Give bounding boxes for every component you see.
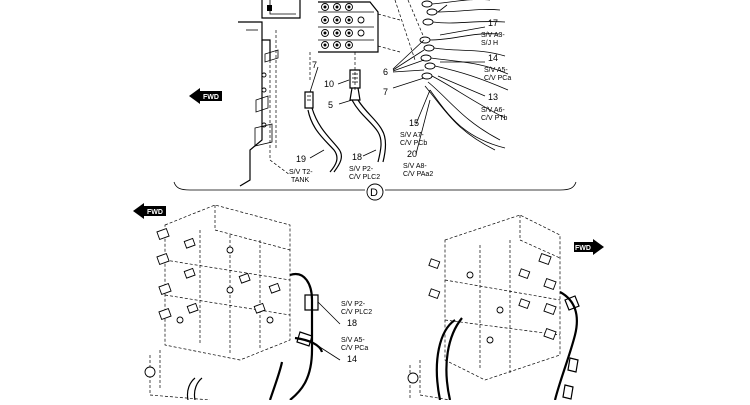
control-valve-right xyxy=(407,214,561,401)
leader-14-left xyxy=(311,341,341,361)
label-sv-p2-line1: S/V P2- xyxy=(349,166,374,173)
label-sv-a5b-line1: S/V A5- xyxy=(341,337,365,344)
label-sv-a5b-line2: C/V PCa xyxy=(341,345,368,352)
valve-fittings xyxy=(321,3,365,49)
valve-fittings-right xyxy=(428,252,557,344)
label-sv-a7-line1: S/V A7- xyxy=(400,132,424,139)
fwd-label-right: FWD xyxy=(575,245,591,252)
fwd-arrow-top: FWD xyxy=(189,88,222,104)
hose-18-left xyxy=(289,272,319,401)
label-sv-a6-line1: S/V A6- xyxy=(481,107,505,114)
label-sv-t2-line2: TANK xyxy=(291,177,309,184)
callout-19: 19 xyxy=(296,154,306,164)
hoses-right xyxy=(435,291,580,401)
callout-7-right: 7 xyxy=(383,87,388,97)
callout-18-top: 18 xyxy=(352,152,362,162)
fwd-label-left: FWD xyxy=(147,209,163,216)
callout-18-left: 18 xyxy=(347,318,357,328)
label-sv-p2b-line2: C/V PLC2 xyxy=(341,309,372,316)
callout-20: 20 xyxy=(407,149,417,159)
label-sv-a5-line2: C/V PCa xyxy=(484,75,511,82)
label-sv-p2-line2: C/V PLC2 xyxy=(349,174,380,181)
section-bracket: D xyxy=(173,181,577,201)
bottom-left-view: FWD xyxy=(133,203,372,401)
label-sv-p2b-line1: S/V P2- xyxy=(341,301,366,308)
frame-bracket xyxy=(238,21,291,187)
leader-18-left xyxy=(317,301,341,325)
hose-bundle xyxy=(424,0,509,151)
solenoid-valve-bank xyxy=(309,1,401,90)
callout-6: 6 xyxy=(383,67,388,77)
label-sv-a8-line1: S/V A8- xyxy=(403,163,427,170)
label-sv-a3-line1: S/V A3- xyxy=(481,32,505,39)
fwd-arrow-right: FWD xyxy=(574,239,604,255)
fitting-cluster-right xyxy=(394,0,509,151)
callout-14: 14 xyxy=(488,53,498,63)
label-sv-a8-line2: C/V PAa2 xyxy=(403,171,433,178)
control-valve-left xyxy=(144,204,291,401)
callout-17: 17 xyxy=(488,18,498,28)
leader-lines-top xyxy=(309,4,486,159)
label-sv-a3-line2: S/J H xyxy=(481,40,498,47)
callout-15: 15 xyxy=(409,118,419,128)
label-sv-t2-line1: S/V T2- xyxy=(289,169,313,176)
label-sv-a6-line2: C/V PTb xyxy=(481,115,508,122)
bottom-right-view: FWD xyxy=(407,214,604,401)
hose-14-left xyxy=(186,331,324,401)
callout-14-left: 14 xyxy=(347,354,357,364)
fwd-arrow-left: FWD xyxy=(133,203,166,219)
mounting-block xyxy=(261,0,301,19)
label-sv-a7-line2: C/V PCb xyxy=(400,140,427,147)
fwd-label-top: FWD xyxy=(203,94,219,101)
callout-13: 13 xyxy=(488,92,498,102)
label-sv-a5-line1: S/V A5- xyxy=(484,67,508,74)
hose-18 xyxy=(351,99,387,163)
section-letter: D xyxy=(370,187,378,199)
top-detail-view: 17 S/V A3- S/J H 14 S/V A5- C/V PCa 13 S… xyxy=(173,0,577,201)
callout-7-left: 7 xyxy=(312,60,317,70)
callout-10: 10 xyxy=(324,79,334,89)
valve-fittings-left xyxy=(156,227,281,324)
hose-19 xyxy=(307,107,342,173)
callout-5: 5 xyxy=(328,100,333,110)
